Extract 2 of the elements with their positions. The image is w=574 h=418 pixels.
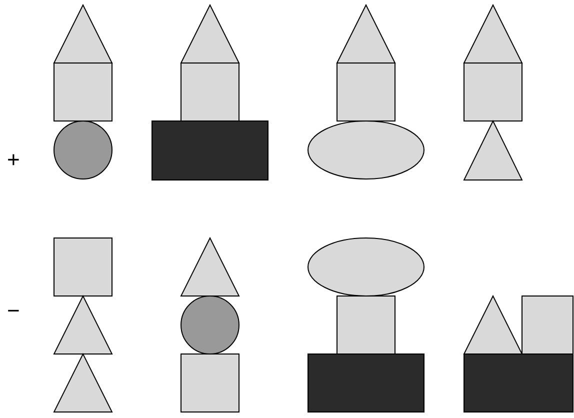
row-sign: +: [7, 149, 20, 171]
row-sign: −: [7, 300, 20, 322]
